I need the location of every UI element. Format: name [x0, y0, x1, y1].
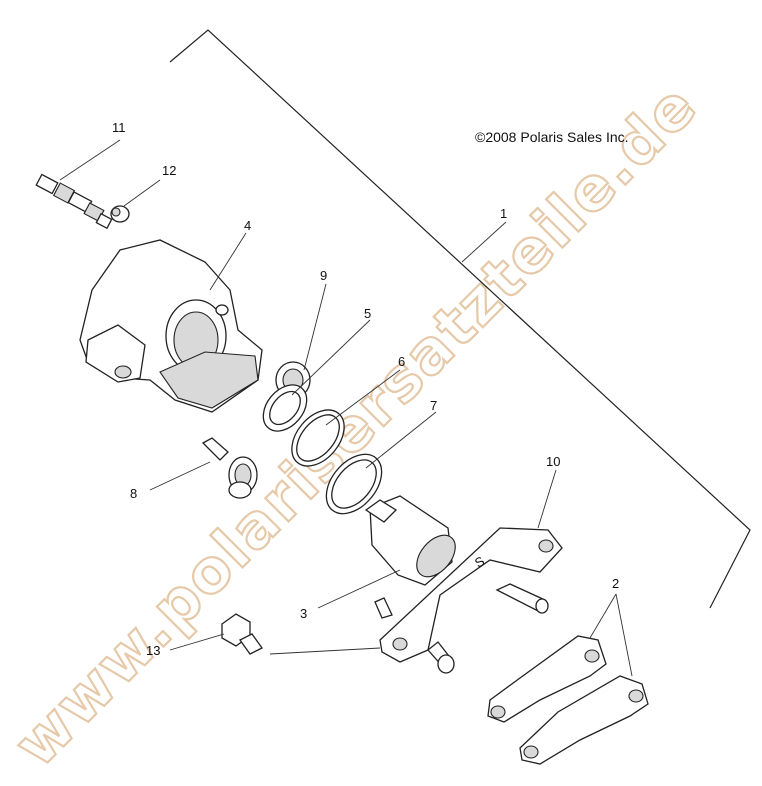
callout-2: 2	[612, 576, 619, 591]
callout-13: 13	[146, 643, 160, 658]
o-ring-large	[291, 409, 345, 467]
callout-12: 12	[162, 163, 176, 178]
copyright-text: ©2008 Polaris Sales Inc.	[475, 129, 629, 145]
mounting-bolt	[221, 613, 263, 655]
callout-10: 10	[546, 454, 560, 469]
callout-8: 8	[130, 486, 137, 501]
square-seal	[262, 384, 308, 432]
bleeder-fitting	[35, 173, 113, 230]
callout-9: 9	[320, 268, 327, 283]
callout-4: 4	[244, 218, 251, 233]
callout-labels: 1 2 3 4 5 6 7 8 9 10 11 12 13	[112, 120, 619, 658]
caliper-bracket: S	[374, 527, 563, 674]
slide-pin-boot	[201, 437, 258, 499]
bleeder-cap	[110, 205, 130, 223]
caliper-body	[79, 239, 263, 413]
callout-7: 7	[430, 398, 437, 413]
dust-seal	[325, 453, 383, 515]
assembly-frame	[169, 29, 751, 609]
callout-1: 1	[500, 206, 507, 221]
piston	[364, 495, 456, 586]
brake-pads	[487, 635, 649, 765]
callout-5: 5	[364, 306, 371, 321]
callout-3: 3	[300, 606, 307, 621]
callout-11: 11	[112, 120, 126, 135]
watermark: www.polarisersatzteile.de	[1, 71, 711, 781]
callout-6: 6	[398, 354, 405, 369]
leader-lines	[59, 139, 633, 677]
